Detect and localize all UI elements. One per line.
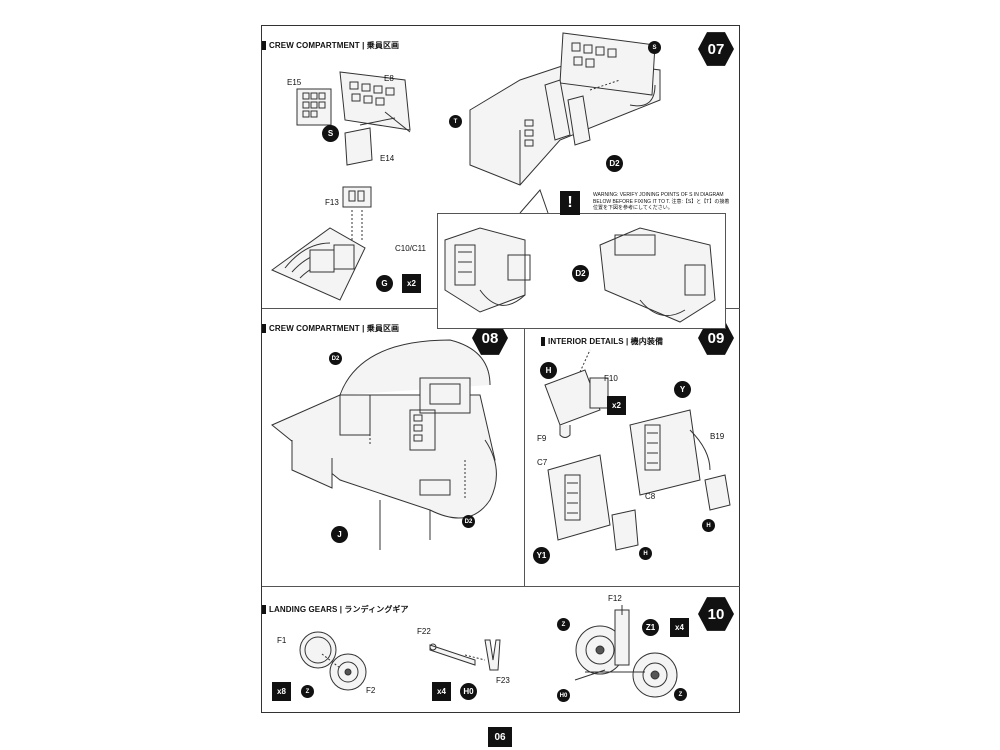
part-label-c10-c11: C10/C11 — [395, 244, 426, 253]
part-badge-z1: Z1 — [642, 619, 659, 636]
section-title-landing-gears: LANDING GEARS | ランディングギア — [262, 604, 409, 615]
divider-07-08 — [262, 308, 437, 309]
part-label-f9: F9 — [537, 434, 547, 443]
part-badge-d2: D2 — [329, 352, 342, 365]
part-badge-d2: D2 — [606, 155, 623, 172]
part-badge-d2: D2 — [572, 265, 589, 282]
part-label-f23: F23 — [496, 676, 510, 685]
section-title-text: CREW COMPARTMENT | 乗員区画 — [269, 41, 400, 50]
part-label-f10: F10 — [604, 374, 618, 383]
part-badge-d2: D2 — [462, 515, 475, 528]
quantity-badge-x4: x4 — [670, 618, 689, 637]
part-badge-h0: H0 — [460, 683, 477, 700]
part-badge-g: G — [376, 275, 393, 292]
part-badge-s: S — [322, 125, 339, 142]
part-label-b19: B19 — [710, 432, 725, 441]
section-title-crew-compartment-07: CREW COMPARTMENT | 乗員区画 — [262, 40, 399, 51]
section-title-interior-details: INTERIOR DETAILS | 機内装備 — [541, 336, 663, 347]
part-badge-j: J — [331, 526, 348, 543]
part-label-f1: F1 — [277, 636, 287, 645]
part-badge-z: Z — [301, 685, 314, 698]
part-badge-z: Z — [557, 618, 570, 631]
part-label-c7: C7 — [537, 458, 548, 467]
interior-seats-drawing — [544, 349, 731, 551]
title-bar-marker — [262, 41, 266, 50]
part-label-e14: E14 — [380, 154, 395, 163]
part-label-f13: F13 — [325, 198, 339, 207]
part-label-c8: C8 — [645, 492, 656, 501]
part-badge-y1: Y1 — [533, 547, 550, 564]
part-label-e15: E15 — [287, 78, 302, 87]
part-label-f2: F2 — [366, 686, 376, 695]
part-label-f12: F12 — [608, 594, 622, 603]
part-badge-h0: H0 — [557, 689, 570, 702]
part-badge-h: H — [702, 519, 715, 532]
section-title-crew-compartment-08: CREW COMPARTMENT | 乗員区画 — [262, 323, 399, 334]
part-badge-s: S — [648, 41, 661, 54]
fuselage-floor-drawing — [271, 339, 497, 550]
landing-gear-drawing — [299, 605, 678, 698]
part-badge-t: T — [449, 115, 462, 128]
divider-08-09 — [524, 329, 525, 586]
part-badge-z: Z — [674, 688, 687, 701]
section-title-text: LANDING GEARS | ランディングギア — [269, 605, 409, 614]
section-title-text: CREW COMPARTMENT | 乗員区画 — [269, 324, 400, 333]
divider-07-09 — [726, 308, 740, 309]
part-label-e8: E8 — [384, 74, 394, 83]
crew-panel-parts-drawing — [296, 71, 411, 166]
section-title-text: INTERIOR DETAILS | 機内装備 — [548, 337, 664, 346]
quantity-badge-x4: x4 — [432, 682, 451, 701]
part-badge-h: H — [639, 547, 652, 560]
quantity-badge-x2: x2 — [607, 396, 626, 415]
warning-text: WARNING: VERIFY JOINING POINTS OF S IN D… — [593, 192, 730, 211]
part-badge-y: Y — [674, 381, 691, 398]
page-number: 06 — [488, 727, 512, 747]
console-parts-drawing — [271, 186, 372, 301]
fuselage-interior-drawing — [469, 32, 661, 186]
quantity-badge-x2: x2 — [402, 274, 421, 293]
title-bar-marker — [262, 605, 266, 614]
step-number-07: 07 — [698, 32, 734, 66]
part-label-f22: F22 — [417, 627, 431, 636]
instruction-frame — [261, 25, 740, 713]
divider-landing — [262, 586, 740, 587]
quantity-badge-x8: x8 — [272, 682, 291, 701]
title-bar-marker — [262, 324, 266, 333]
warning-icon: ! — [560, 191, 580, 215]
title-bar-marker — [541, 337, 545, 346]
part-badge-h: H — [540, 362, 557, 379]
